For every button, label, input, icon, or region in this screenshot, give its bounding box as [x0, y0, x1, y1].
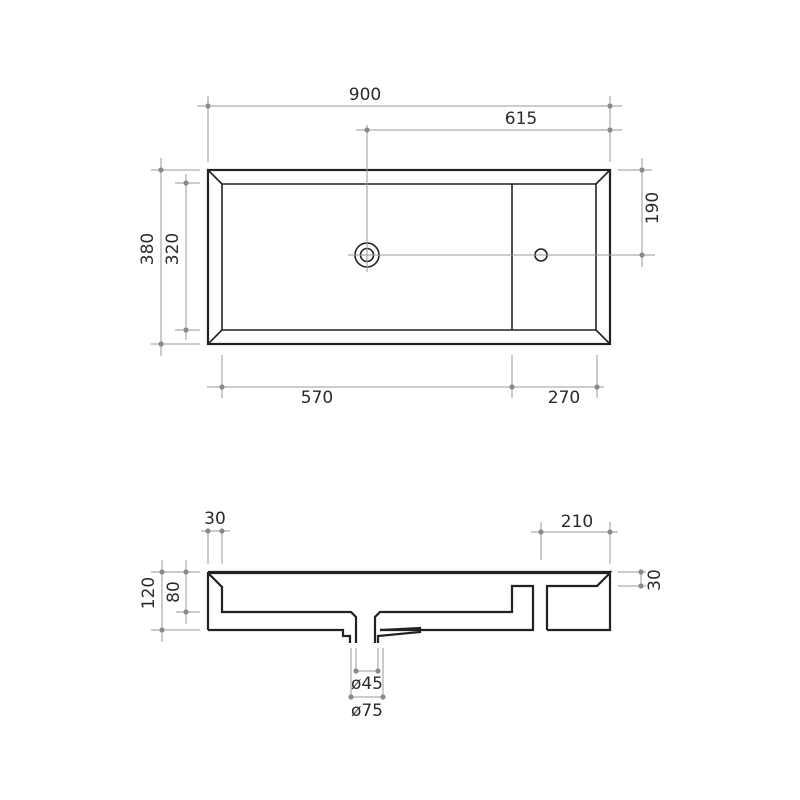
dim-label-d75: ø75 [351, 701, 383, 721]
dim-overall-width: 900 [197, 85, 622, 162]
dim-label-120: 120 [139, 577, 159, 609]
bevel-corner [207, 329, 223, 345]
dim-rim-thickness: 30 [201, 509, 230, 564]
dim-label-d45: ø45 [351, 674, 383, 694]
dim-basin-shelf: 570 270 [207, 355, 604, 408]
dim-label-320: 320 [163, 233, 183, 265]
dim-bowl-depth: 80 [164, 560, 200, 624]
dim-total-height: 120 [139, 560, 200, 642]
dim-label-380: 380 [138, 233, 158, 265]
dim-label-30-bevel: 30 [645, 569, 665, 591]
dim-label-30-rim: 30 [204, 509, 226, 529]
bevel-corner [207, 169, 223, 185]
dim-label-270: 270 [548, 388, 580, 408]
dim-top-bevel: 30 [618, 569, 665, 591]
dim-label-210: 210 [561, 512, 593, 532]
dim-label-80: 80 [164, 581, 184, 603]
dim-inner-depth: 320 [163, 174, 200, 340]
dim-overall-depth: 380 [138, 158, 200, 356]
bevel-corner [595, 329, 611, 345]
dim-label-570: 570 [301, 388, 333, 408]
bevel-corner [595, 169, 611, 185]
top-view [206, 125, 655, 346]
dim-tap-offset: 190 [618, 158, 663, 267]
dim-label-190: 190 [643, 192, 663, 224]
dim-drain-offset: 615 [356, 109, 622, 133]
dim-shelf-length: 210 [531, 512, 618, 564]
basin-outer-outline [206, 168, 612, 346]
dim-label-615: 615 [505, 109, 537, 129]
dim-drain-diameters: ø45 ø75 [348, 648, 386, 721]
side-view-outline [206, 570, 612, 643]
dim-label-900: 900 [349, 85, 381, 105]
